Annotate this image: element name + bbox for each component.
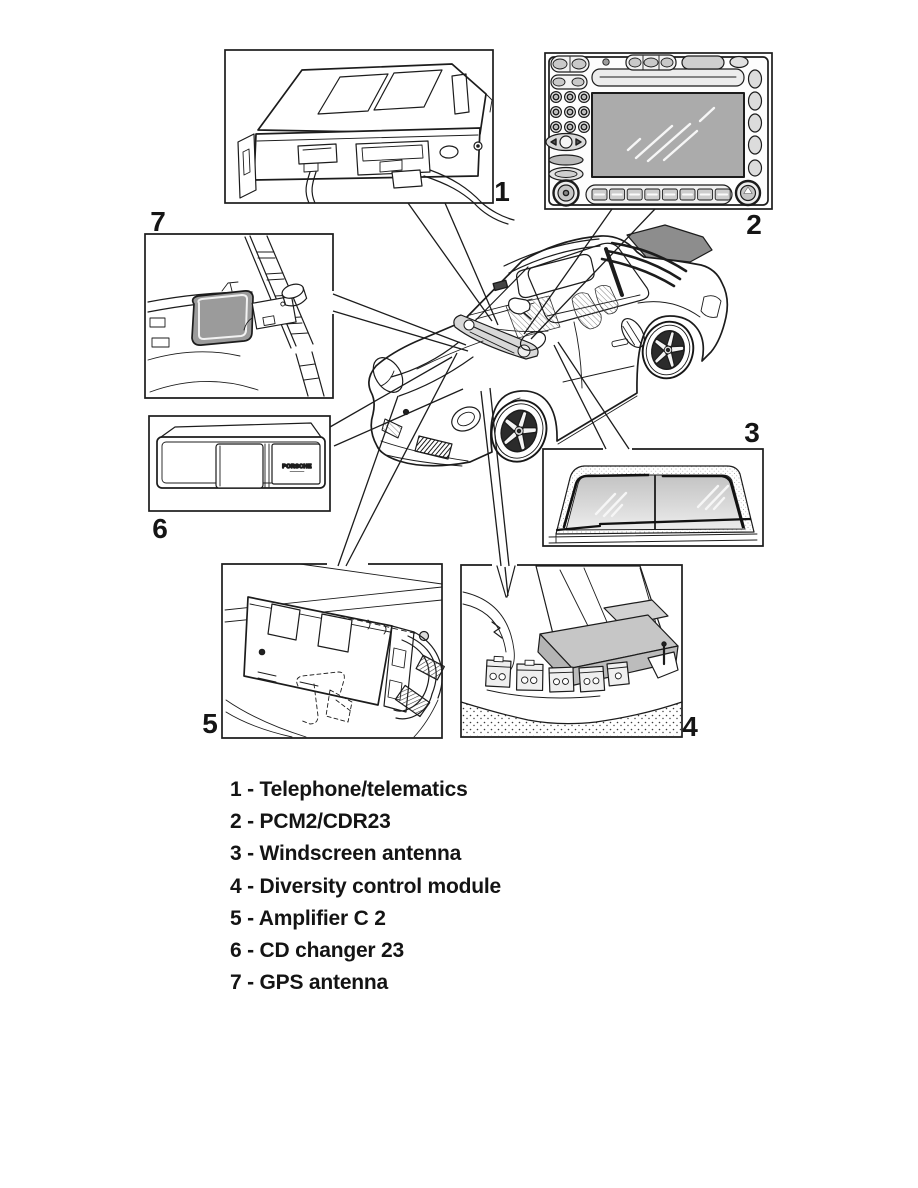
callout-number-pcm: 2 [746,209,762,240]
leader-line-4b [489,387,510,567]
glass-reflection [594,484,730,518]
leader-line-3b [557,341,630,450]
callout-number-amplifier: 5 [202,708,218,739]
power-led [602,58,610,66]
callout-number-windscreen: 3 [744,417,760,448]
leader-line-1b [444,202,499,326]
antenna-wires [555,473,752,532]
top-wide-button [681,55,725,70]
legend-item-7: 7 - GPS antenna [230,971,389,995]
leader-line-7b [332,310,469,352]
leader-line-1a [407,202,493,322]
cd-changer-brand-text: PORSCHE [282,464,311,470]
leader-line-3a [553,344,607,450]
pcm-cd-slot [591,68,745,87]
leader-line-2b [530,208,656,340]
amplifier-drawing [224,563,445,738]
legend-item-1: 1 - Telephone/telematics [230,778,468,801]
diversity-module-drawing [460,565,683,737]
antenna-puck [281,283,308,307]
car-body [368,235,729,467]
leader-lines [329,202,656,597]
rear-view-mirror [191,290,254,346]
legend-item-4: 4 - Diversity control module [230,874,501,898]
headlight-right [451,406,481,432]
cable-connector [394,684,431,718]
rear-wheel [641,320,695,380]
bumper-grille [414,435,453,460]
callout-number-gps: 7 [150,206,166,237]
cd-changer-drawing: PORSCHE [156,422,326,489]
eject-arrow-icon [743,186,753,194]
right-button-column [747,69,763,177]
telematics-unit-drawing [237,63,515,225]
cable-connector-2 [415,654,445,681]
leader-line-4a [480,390,502,567]
side-windows [527,242,650,324]
legend-item-3: 3 - Windscreen antenna [230,842,462,866]
legend: 1 - Telephone/telematics 2 - PCM2/CDR23 … [230,774,501,999]
sunroof [516,253,595,299]
leader-line-6a [329,356,453,428]
top-right-button [729,55,749,69]
legend-item-2: 2 - PCM2/CDR23 [230,810,391,834]
interior-mirror [492,279,509,292]
door-mirror [508,297,531,315]
leader-line-5a [337,395,399,567]
leader-line-6b [333,388,464,447]
pcm-head-unit-drawing [545,54,769,207]
hidden-outline [296,671,353,725]
callout-number-telephone: 1 [494,176,510,207]
screen-reflection [626,106,716,163]
cd-changer-badge-panel [271,443,321,485]
oval-button-a [548,154,584,166]
side-vent [381,418,403,439]
callout-numbers: 1 2 3 4 5 6 7 [150,176,762,742]
rear-window-antenna-drawing [548,465,758,544]
seat-2 [594,285,619,315]
steering-wheel [519,331,547,351]
callout-number-cd-changer: 6 [152,513,168,544]
callout-number-diversity: 4 [682,711,698,742]
leader-line-5b [345,352,458,567]
numeric-keypad [549,90,590,133]
cd-magazine-door [215,443,264,489]
antenna-connectors [485,655,630,693]
headlight-left [372,357,404,393]
floor-stipple [461,702,682,737]
side-air-scoop [620,318,646,348]
leader-line-4c [504,566,509,597]
leader-line-7a [332,293,467,346]
seat [571,292,602,330]
leader-line-2a [523,208,613,335]
car-illustration [368,224,729,467]
legend-item-6: 6 - CD changer 23 [230,938,404,962]
legend-item-5: 5 - Amplifier C 2 [230,906,386,930]
gps-antenna-mirror-drawing [147,235,325,397]
pcm-screen [591,92,745,178]
